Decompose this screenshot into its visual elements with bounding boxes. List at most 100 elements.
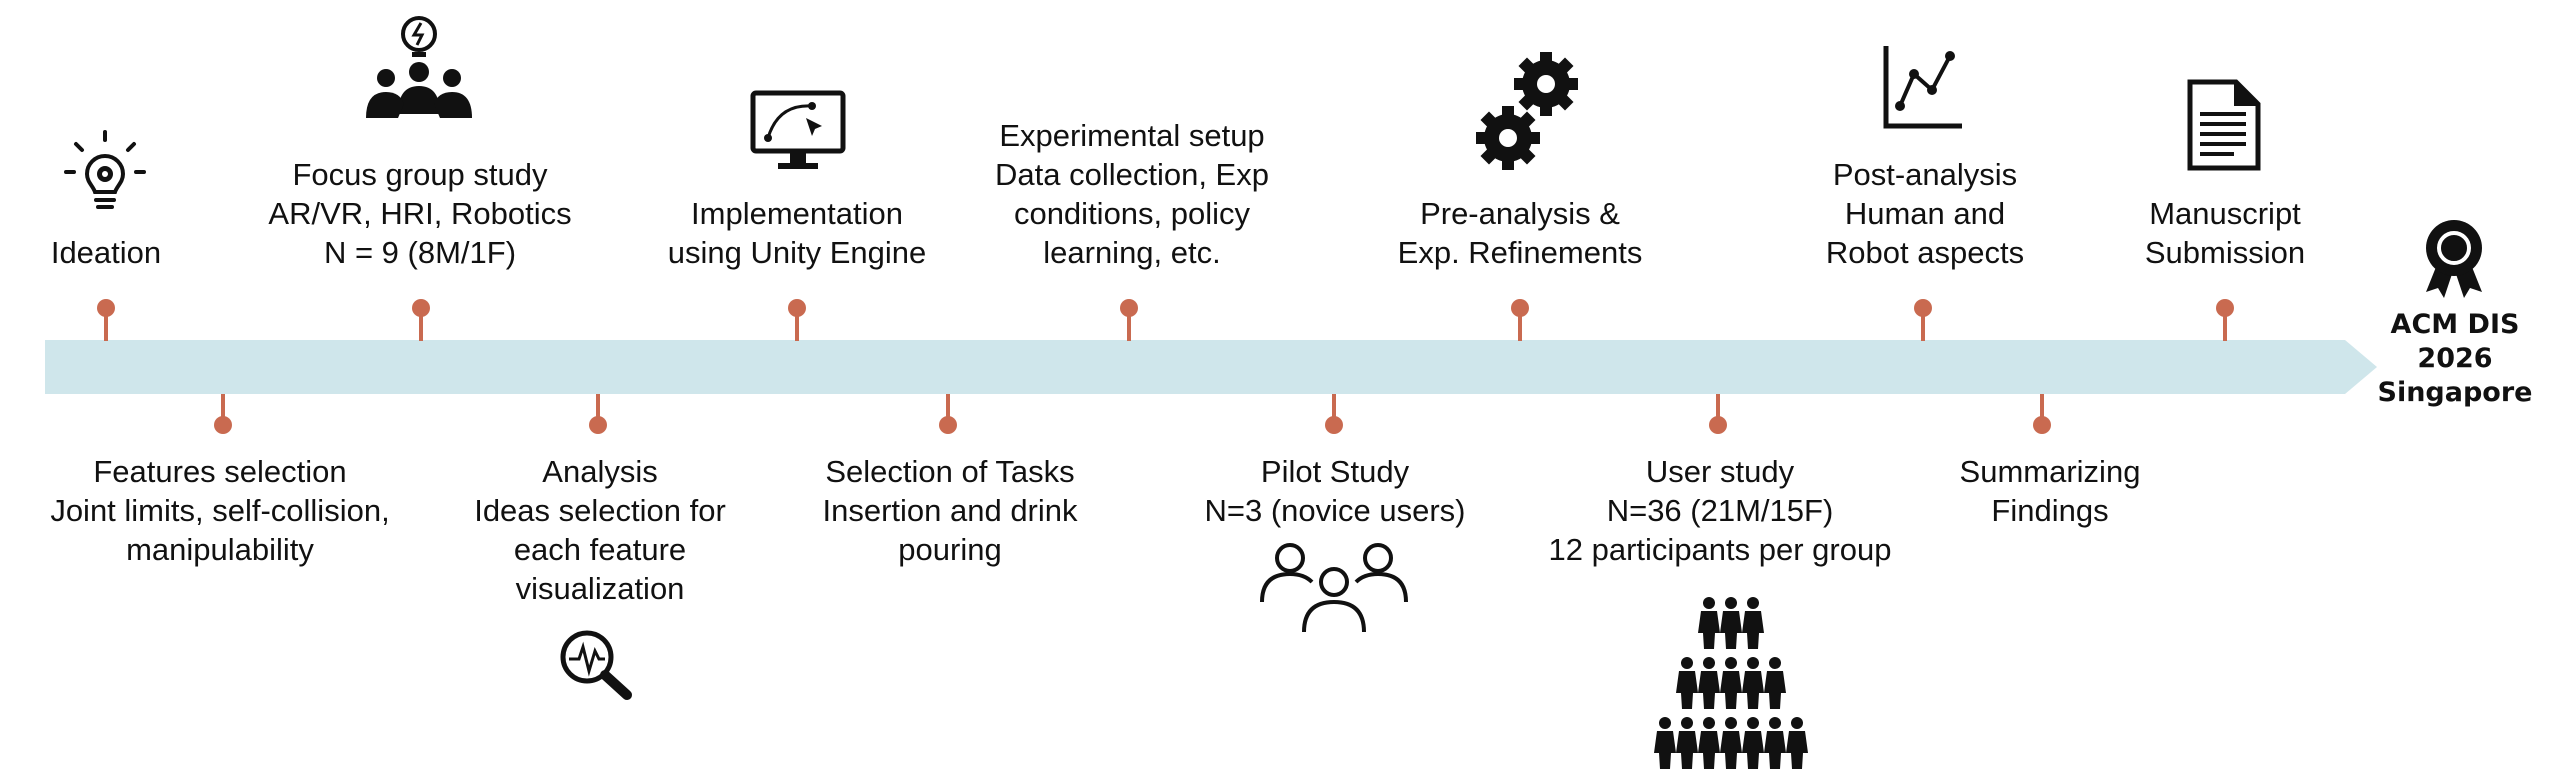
crowd-person bbox=[1720, 597, 1742, 649]
milestone-post-analysis: Post-analysis Human and Robot aspects bbox=[1800, 155, 2050, 272]
milestone-analysis: Analysis Ideas selection for each featur… bbox=[430, 452, 770, 608]
marker-stem bbox=[1921, 307, 1925, 341]
label-line: conditions, policy bbox=[1013, 196, 1251, 231]
document-icon bbox=[2186, 78, 2262, 172]
marker-dot bbox=[1511, 299, 1529, 317]
label-line: Ideation bbox=[50, 235, 162, 270]
marker-stem bbox=[1716, 394, 1720, 428]
label-line: using Unity Engine bbox=[667, 235, 927, 270]
milestone-selection-of-tasks: Selection of Tasks Insertion and drink p… bbox=[790, 452, 1110, 569]
timeline-arrow-bar bbox=[45, 340, 2345, 394]
crowd-person bbox=[1720, 717, 1742, 769]
label-line: visualization bbox=[515, 571, 685, 606]
marker-dot bbox=[412, 299, 430, 317]
marker-dot bbox=[1914, 299, 1932, 317]
milestone-implementation: Implementation using Unity Engine bbox=[637, 194, 957, 272]
label-line: N = 9 (8M/1F) bbox=[323, 235, 517, 270]
label-line: Focus group study bbox=[292, 157, 548, 192]
label-line: Findings bbox=[1991, 493, 2109, 528]
marker-dot bbox=[2033, 416, 2051, 434]
label-line: Exp. Refinements bbox=[1397, 235, 1643, 270]
label-line: Pre-analysis & bbox=[1420, 196, 1620, 231]
label-line: pouring bbox=[898, 532, 1002, 567]
label-line: Human and bbox=[1844, 196, 2006, 231]
label-line: Joint limits, self-collision, bbox=[50, 493, 390, 528]
label-line: Ideas selection for bbox=[474, 493, 726, 528]
label-line: 2026 bbox=[2417, 343, 2493, 374]
crowd-person bbox=[1698, 657, 1720, 709]
label-line: User study bbox=[1645, 454, 1795, 489]
crowd-person bbox=[1698, 717, 1720, 769]
marker-dot bbox=[788, 299, 806, 317]
label-line: Manuscript bbox=[2149, 196, 2301, 231]
label-line: learning, etc. bbox=[1043, 235, 1221, 270]
label-line: Singapore bbox=[2377, 377, 2533, 408]
marker-stem bbox=[1127, 307, 1131, 341]
venue-label: ACM DIS 2026 Singapore bbox=[2360, 308, 2550, 410]
marker-stem bbox=[1332, 394, 1336, 428]
milestone-features-selection: Features selection Joint limits, self-co… bbox=[10, 452, 430, 569]
marker-stem bbox=[2223, 307, 2227, 341]
label-line: each feature bbox=[513, 532, 687, 567]
marker-dot bbox=[1709, 416, 1727, 434]
label-line: AR/VR, HRI, Robotics bbox=[268, 196, 572, 231]
marker-dot bbox=[939, 416, 957, 434]
magnifier-pulse-icon bbox=[555, 625, 635, 701]
milestone-pre-analysis: Pre-analysis & Exp. Refinements bbox=[1360, 194, 1680, 272]
three-people-icon bbox=[1258, 540, 1410, 636]
crowd-person bbox=[1764, 717, 1786, 769]
marker-stem bbox=[104, 307, 108, 341]
label-line: Submission bbox=[2144, 235, 2306, 270]
crowd-person bbox=[1698, 597, 1720, 649]
marker-dot bbox=[214, 416, 232, 434]
marker-dot bbox=[589, 416, 607, 434]
award-ribbon-icon bbox=[2420, 218, 2488, 302]
label-line: N=36 (21M/15F) bbox=[1606, 493, 1834, 528]
label-line: ACM DIS bbox=[2390, 309, 2520, 340]
milestone-summarizing: Summarizing Findings bbox=[1935, 452, 2165, 530]
label-line: Selection of Tasks bbox=[825, 454, 1075, 489]
label-line: Experimental setup bbox=[999, 118, 1265, 153]
label-line: Robot aspects bbox=[1825, 235, 2025, 270]
label-line: Pilot Study bbox=[1260, 454, 1410, 489]
marker-stem bbox=[596, 394, 600, 428]
milestone-ideation: Ideation bbox=[6, 233, 206, 272]
milestone-focus-group: Focus group study AR/VR, HRI, Robotics N… bbox=[225, 155, 615, 272]
label-line: Implementation bbox=[691, 196, 903, 231]
crowd-person bbox=[1654, 717, 1676, 769]
label-line: N=3 (novice users) bbox=[1204, 493, 1466, 528]
timeline-arrow-head bbox=[2345, 340, 2377, 394]
milestone-experimental-setup: Experimental setup Data collection, Exp … bbox=[967, 116, 1297, 272]
marker-stem bbox=[1518, 307, 1522, 341]
label-line: Insertion and drink bbox=[822, 493, 1078, 528]
marker-stem bbox=[946, 394, 950, 428]
marker-stem bbox=[419, 307, 423, 341]
label-line: Data collection, Exp bbox=[995, 157, 1269, 192]
label-line: Features selection bbox=[93, 454, 347, 489]
group-idea-icon bbox=[362, 14, 476, 124]
label-line: Summarizing bbox=[1959, 454, 2141, 489]
milestone-user-study: User study N=36 (21M/15F) 12 participant… bbox=[1520, 452, 1920, 569]
marker-dot bbox=[1120, 299, 1138, 317]
label-line: manipulability bbox=[126, 532, 314, 567]
crowd-person bbox=[1676, 657, 1698, 709]
monitor-curve-icon bbox=[750, 90, 846, 172]
crowd-person bbox=[1742, 657, 1764, 709]
crowd-person bbox=[1742, 717, 1764, 769]
milestone-pilot-study: Pilot Study N=3 (novice users) bbox=[1180, 452, 1490, 530]
crowd-person bbox=[1786, 717, 1808, 769]
lightbulb-gear-icon bbox=[62, 130, 148, 220]
marker-stem bbox=[221, 394, 225, 428]
line-chart-icon bbox=[1882, 44, 1964, 130]
milestone-manuscript: Manuscript Submission bbox=[2110, 194, 2340, 272]
label-line: 12 participants per group bbox=[1548, 532, 1892, 567]
crowd-person bbox=[1720, 657, 1742, 709]
crowd-person bbox=[1676, 717, 1698, 769]
marker-stem bbox=[2040, 394, 2044, 428]
crowd-person bbox=[1742, 597, 1764, 649]
marker-dot bbox=[1325, 416, 1343, 434]
marker-stem bbox=[795, 307, 799, 341]
gears-icon bbox=[1474, 52, 1584, 174]
crowd-icon bbox=[1648, 596, 1814, 774]
label-line: Analysis bbox=[542, 454, 658, 489]
